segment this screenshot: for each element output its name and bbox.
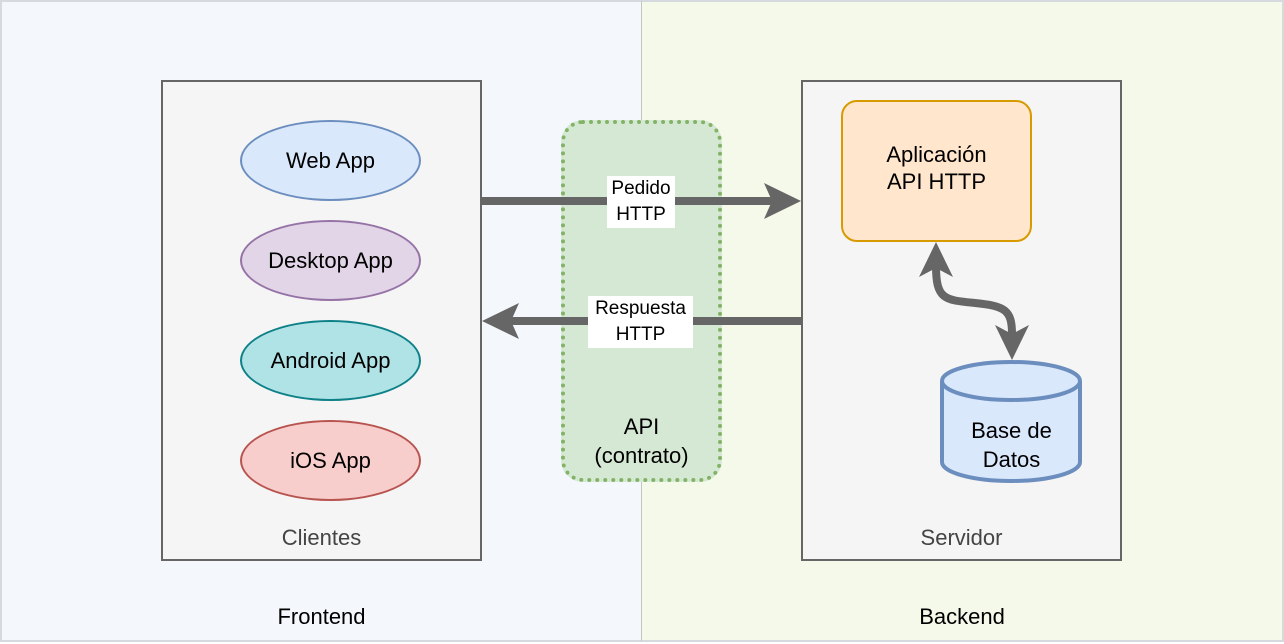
database-cylinder [940, 360, 1082, 483]
database-top [940, 360, 1082, 402]
android-app-label: Android App [270, 347, 391, 373]
desktop-app-label: Desktop App [268, 247, 393, 273]
api-label-line1: API [623, 414, 660, 439]
db-side-arrowhead [995, 325, 1029, 360]
ios-app-label: iOS App [290, 447, 371, 473]
app-label-line2: API HTTP [886, 169, 986, 194]
app-db-connector [932, 265, 1016, 335]
database-label-line1: Base de [971, 418, 1052, 443]
backend-label: Backend [919, 604, 1005, 629]
ios-app-node: iOS App [240, 420, 421, 501]
response-label-line1: Respuesta [595, 298, 686, 319]
api-application-node: Aplicación API HTTP [841, 100, 1032, 242]
database-body [940, 381, 1082, 483]
response-label: Respuesta HTTP [588, 296, 693, 348]
web-app-label: Web App [286, 147, 375, 173]
desktop-app-node: Desktop App [240, 220, 421, 301]
request-arrowhead [764, 183, 801, 219]
response-arrowhead [482, 303, 519, 339]
request-label-line1: Pedido [611, 178, 671, 199]
web-app-node: Web App [240, 120, 421, 201]
api-label-line2: (contrato) [594, 443, 689, 468]
server-label: Servidor [920, 525, 1003, 550]
request-label: Pedido HTTP [607, 176, 675, 228]
request-label-line2: HTTP [616, 204, 666, 225]
api-contract-label: API (contrato) [565, 412, 718, 470]
app-label-line1: Aplicación [886, 142, 987, 167]
response-label-line2: HTTP [615, 324, 666, 345]
database-label-line2: Datos [982, 447, 1041, 472]
database-label: Base de Datos [941, 416, 1082, 474]
clients-label: Clientes [281, 525, 362, 550]
app-side-arrowhead [919, 242, 953, 277]
android-app-node: Android App [240, 320, 421, 401]
frontend-label: Frontend [277, 604, 366, 629]
